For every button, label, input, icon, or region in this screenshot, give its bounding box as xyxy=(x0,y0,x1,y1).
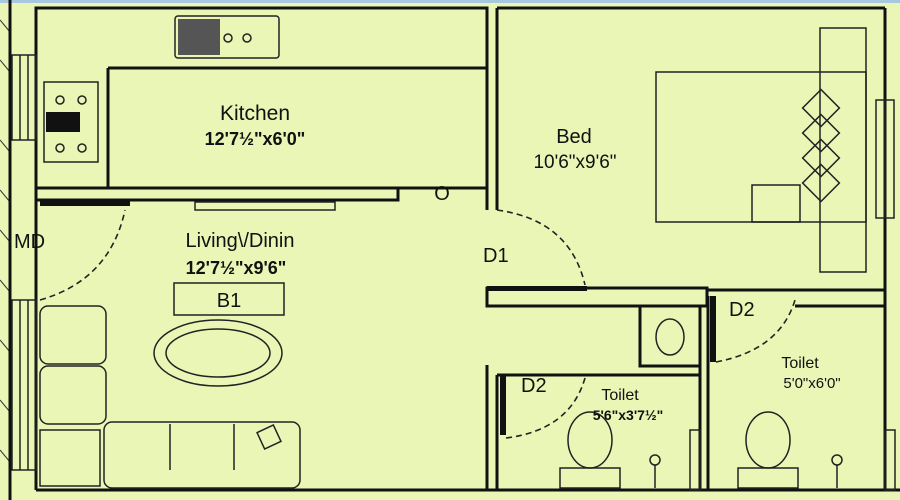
coffee-table xyxy=(153,319,283,387)
stove xyxy=(43,81,99,163)
toilet-right-size: 5'0"x6'0" xyxy=(783,375,840,392)
exterior-hatch xyxy=(0,19,11,463)
windows xyxy=(11,54,896,491)
d2-right-label: D2 xyxy=(729,299,755,321)
top-border xyxy=(0,0,900,3)
d1-label: D1 xyxy=(483,245,509,267)
toilet-left-label: Toilet xyxy=(601,387,639,404)
d2-left-label: D2 xyxy=(521,375,547,397)
main-door-label: MD xyxy=(14,231,45,253)
wash-basin xyxy=(655,318,685,356)
bed-label: Bed xyxy=(556,126,592,148)
living-label: Living\/Dinin xyxy=(186,230,295,252)
opening-label: O xyxy=(434,183,450,205)
door-swings xyxy=(39,200,796,439)
living-size: 12'7½"x9'6" xyxy=(186,258,287,278)
toilet-fixtures xyxy=(559,411,843,489)
kitchen-sink xyxy=(174,15,280,59)
b1-tag-box xyxy=(173,282,285,316)
toilet-left-size: 5'6"x3'7½" xyxy=(593,407,664,423)
kitchen-label: Kitchen xyxy=(220,102,290,125)
b1-tag: B1 xyxy=(217,290,241,312)
bed xyxy=(655,27,867,273)
bed-size: 10'6"x9'6" xyxy=(533,152,616,173)
kitchen-size: 12'7½"x6'0" xyxy=(205,129,306,149)
walls xyxy=(8,0,900,500)
sofa xyxy=(39,305,301,489)
toilet-right-label: Toilet xyxy=(781,355,819,372)
